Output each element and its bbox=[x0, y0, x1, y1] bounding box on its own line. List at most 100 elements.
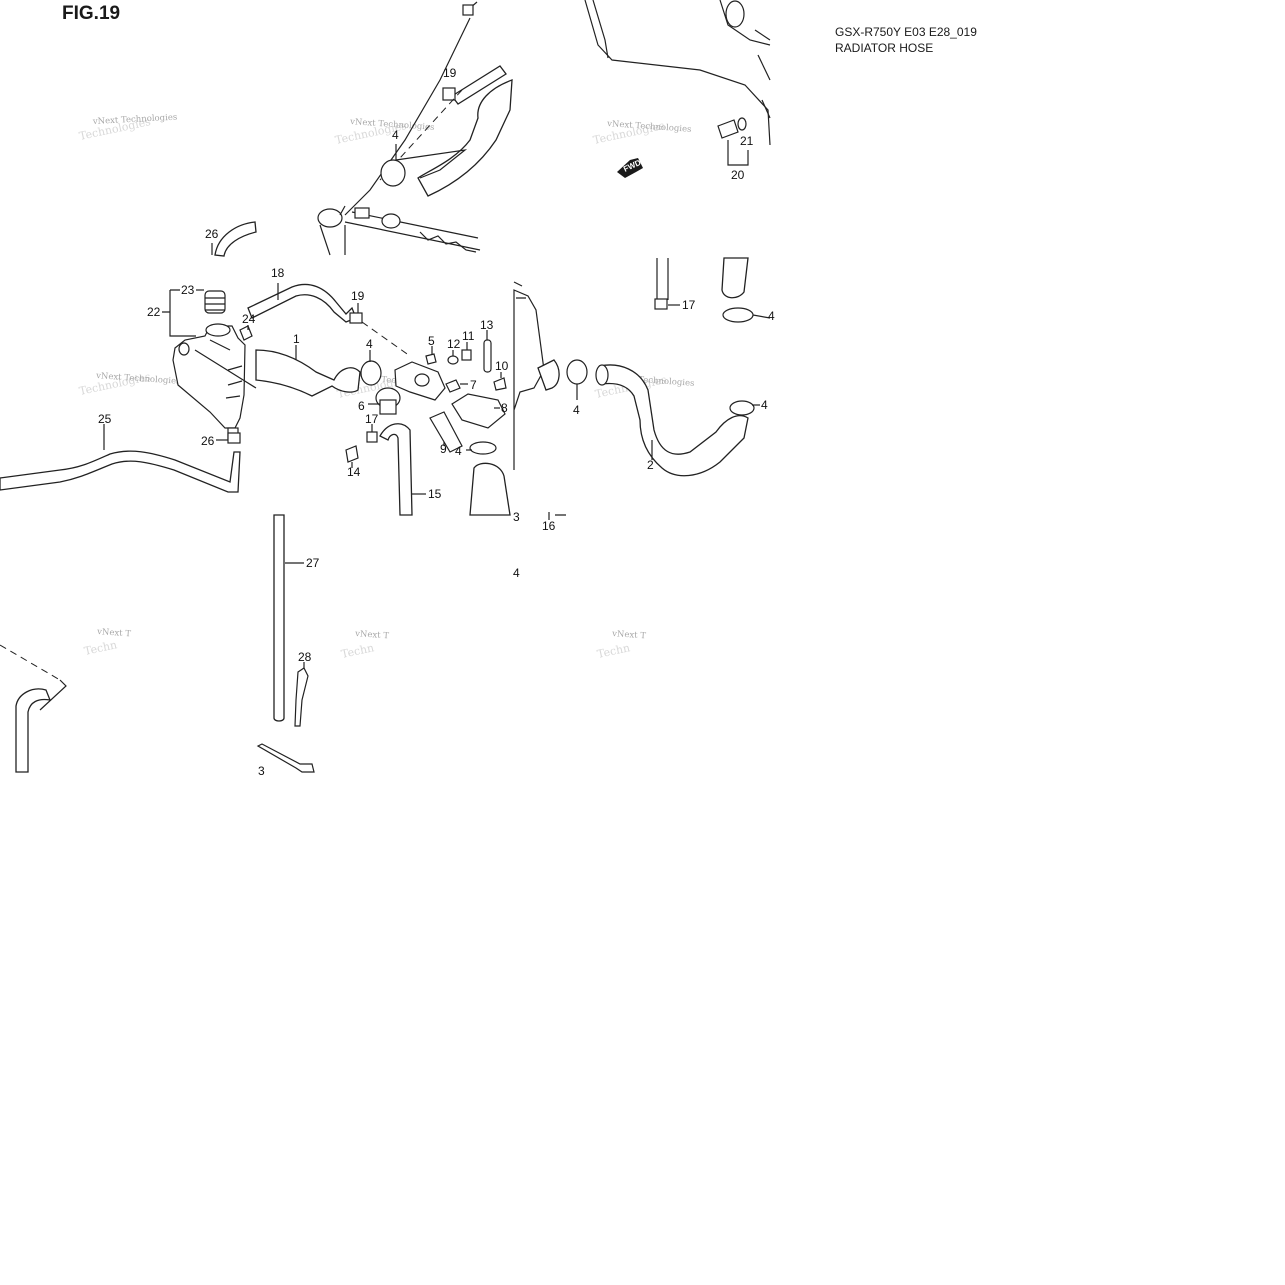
o-ring-9 bbox=[429, 411, 463, 453]
model-code: GSX-R750Y E03 E28_019 bbox=[835, 25, 977, 39]
frame-line bbox=[344, 17, 471, 216]
hose-clamp bbox=[566, 359, 588, 385]
radiator-fin-edge bbox=[419, 231, 477, 253]
water-pump-assembly bbox=[513, 257, 771, 520]
clip-19-mid bbox=[349, 312, 363, 324]
bolt-10 bbox=[493, 377, 507, 391]
watermark-text: vNext T bbox=[354, 629, 390, 641]
lower-left-hose bbox=[15, 688, 52, 773]
callout-25: 25 bbox=[98, 412, 112, 426]
callout-26: 26 bbox=[201, 434, 215, 448]
callout-28: 28 bbox=[298, 650, 312, 664]
callout-3: 3 bbox=[513, 510, 520, 524]
fitting-20 bbox=[717, 119, 739, 139]
callout-24: 24 bbox=[242, 312, 256, 326]
tank-hose-outline bbox=[194, 339, 257, 389]
overflow-hose-25 bbox=[0, 450, 241, 493]
bolt-14 bbox=[345, 445, 359, 463]
clip-17 bbox=[366, 431, 378, 443]
watermark-text: Techn bbox=[83, 638, 118, 658]
overflow-hose-top bbox=[214, 221, 257, 257]
clamp-top bbox=[462, 4, 474, 16]
callout-5: 5 bbox=[428, 334, 435, 348]
clip-17-right bbox=[654, 298, 668, 310]
callout-17: 17 bbox=[365, 412, 379, 426]
callout-21: 21 bbox=[740, 134, 754, 148]
fairing-outline bbox=[592, 0, 609, 59]
clip-26 bbox=[227, 432, 241, 444]
callout-26: 26 bbox=[205, 227, 219, 241]
figure-title: FIG.19 bbox=[62, 3, 121, 24]
leader-dashed bbox=[361, 321, 411, 357]
watermark-group: Technologies vNext Technologies Technolo… bbox=[78, 113, 695, 661]
hose-15 bbox=[379, 423, 413, 516]
callout-16: 16 bbox=[542, 519, 556, 533]
hose-1 bbox=[255, 349, 361, 397]
callout-4: 4 bbox=[761, 398, 768, 412]
frame-fairing-area: FWD bbox=[584, 0, 771, 178]
callout-6: 6 bbox=[358, 399, 365, 413]
upper-radiator-hose bbox=[417, 79, 513, 197]
leader-line bbox=[452, 342, 468, 356]
callout-4: 4 bbox=[392, 128, 399, 142]
callout-2: 2 bbox=[647, 458, 654, 472]
fwd-arrow-icon: FWD bbox=[617, 158, 643, 178]
watermark-text: vNext T bbox=[611, 629, 647, 641]
callout-22: 22 bbox=[147, 305, 161, 319]
callout-7: 7 bbox=[470, 378, 477, 392]
hose-2 bbox=[599, 364, 749, 477]
reservoir-cap-23 bbox=[204, 290, 226, 314]
pump-edge bbox=[513, 281, 526, 299]
radiator-fitting bbox=[381, 213, 401, 229]
nut-11 bbox=[461, 349, 472, 361]
watermark-text: Techn bbox=[340, 641, 375, 661]
callout-1: 1 bbox=[293, 332, 300, 346]
frame-edge bbox=[754, 29, 771, 119]
fairing-outline bbox=[584, 0, 771, 146]
callout-13: 13 bbox=[480, 318, 494, 332]
callout-20: 20 bbox=[731, 168, 745, 182]
callout-labels: 1 2 3 3 4 4 4 4 4 4 4 5 6 7 8 9 10 11 12… bbox=[98, 66, 775, 778]
hose-clamp bbox=[729, 400, 755, 416]
fairing-outline bbox=[719, 0, 771, 46]
watermark-text: Techn bbox=[596, 641, 631, 661]
leader-line bbox=[548, 512, 566, 520]
small-hose bbox=[656, 258, 669, 300]
callout-8: 8 bbox=[501, 401, 508, 415]
callout-14: 14 bbox=[347, 465, 361, 479]
callout-4: 4 bbox=[366, 337, 373, 351]
bolt-24 bbox=[239, 325, 253, 341]
washer-12 bbox=[447, 355, 459, 365]
callout-3: 3 bbox=[258, 764, 265, 778]
callout-4: 4 bbox=[455, 444, 462, 458]
reservoir-tank-assembly bbox=[0, 221, 257, 493]
hose-clamp bbox=[360, 360, 382, 386]
bracket bbox=[354, 207, 370, 219]
hose-27 bbox=[273, 514, 285, 722]
leader-bracket bbox=[727, 140, 749, 166]
section-name: RADIATOR HOSE bbox=[835, 41, 934, 55]
bolt-7 bbox=[445, 379, 461, 393]
callout-12: 12 bbox=[447, 337, 461, 351]
hose-18 bbox=[247, 283, 357, 323]
thermostat-housing-8 bbox=[451, 393, 506, 429]
hose-2-end bbox=[595, 364, 609, 386]
reservoir-neck bbox=[205, 323, 231, 337]
callout-4: 4 bbox=[768, 309, 775, 323]
hose-clamp bbox=[380, 159, 406, 187]
cap-thread bbox=[205, 297, 225, 311]
pump-outlet bbox=[537, 359, 560, 391]
leader-line bbox=[39, 679, 67, 711]
reservoir-tank bbox=[172, 325, 246, 429]
lower-hose-assembly bbox=[0, 514, 315, 773]
thermostat-body bbox=[379, 399, 397, 415]
callout-27: 27 bbox=[306, 556, 320, 570]
callout-18: 18 bbox=[271, 266, 285, 280]
small-hose-19 bbox=[451, 65, 507, 105]
callout-15: 15 bbox=[428, 487, 442, 501]
thermostat-assembly bbox=[247, 283, 511, 516]
callout-10: 10 bbox=[495, 359, 509, 373]
watermark-text: vNext Technologies bbox=[92, 113, 178, 127]
radiator-top-edge bbox=[344, 211, 481, 251]
